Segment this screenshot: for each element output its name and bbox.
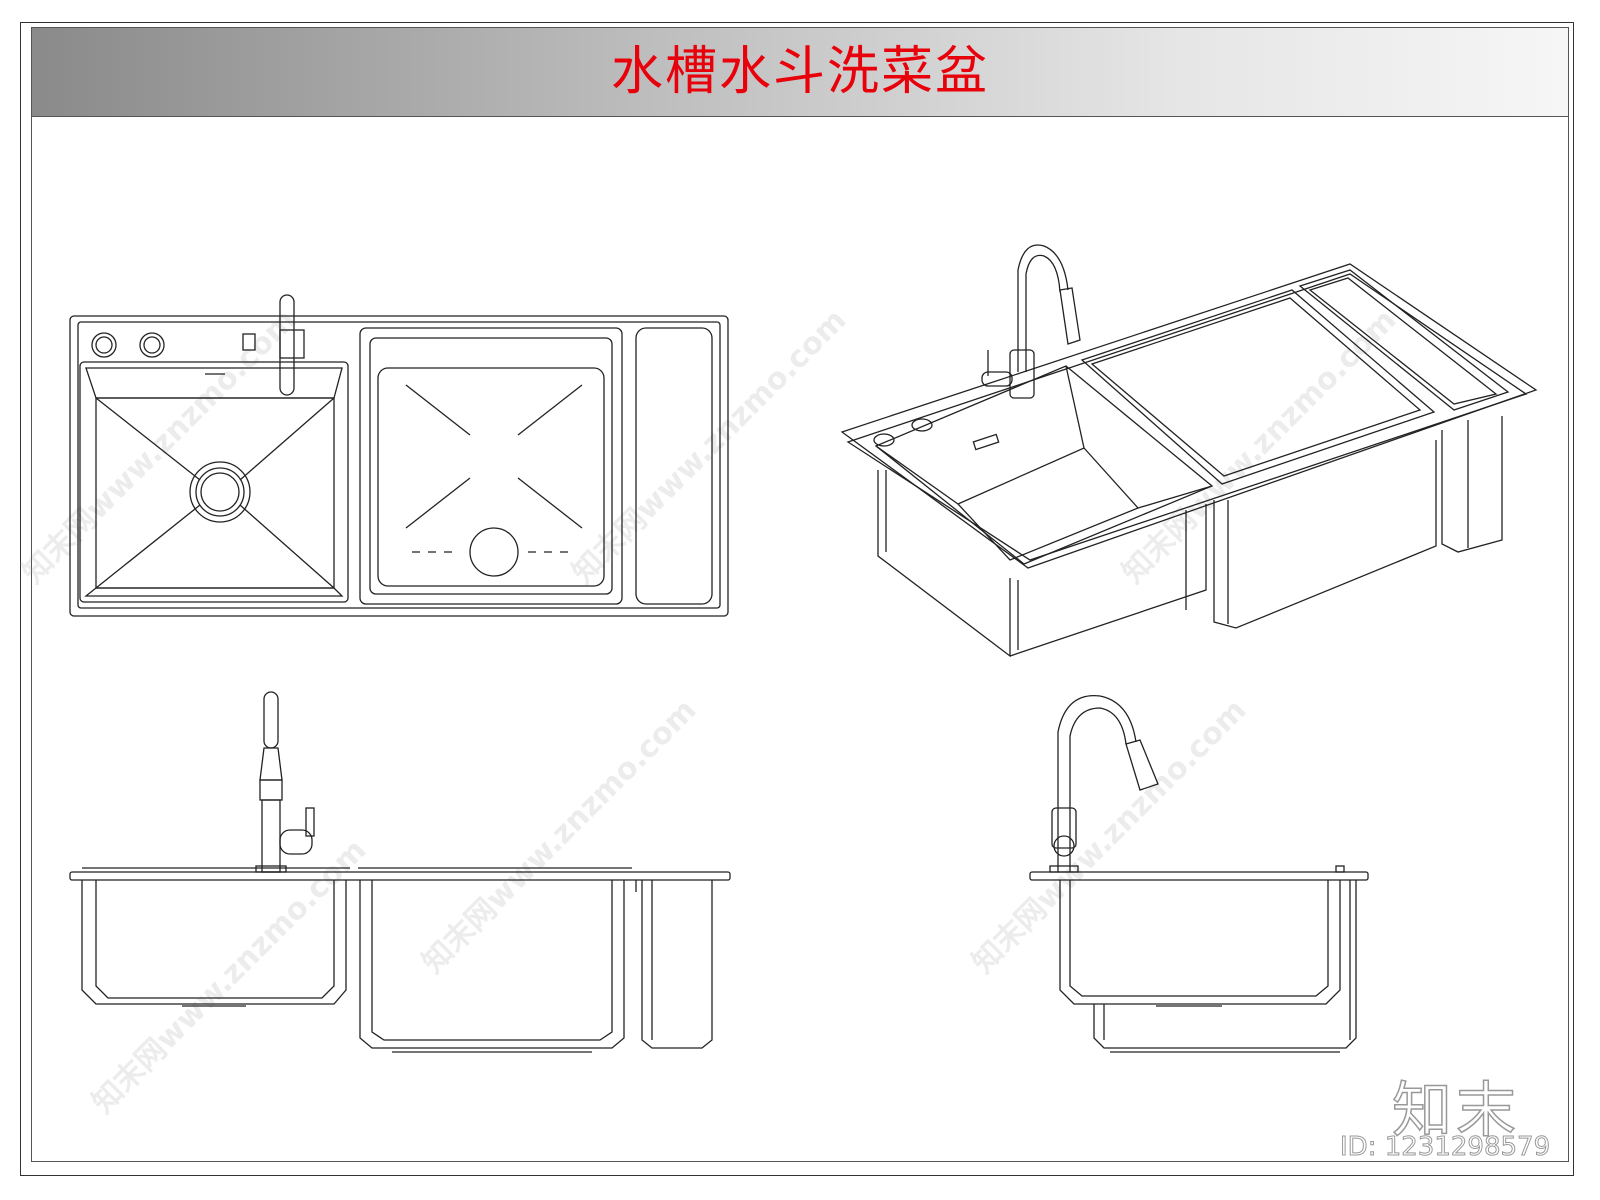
sink-top-view <box>69 294 729 617</box>
page-title: 水槽水斗洗菜盆 <box>610 42 989 102</box>
sink-perspective-view <box>840 244 1538 658</box>
id-label: ID: 1231298579 <box>1339 1132 1551 1163</box>
brand-logo: 知末 <box>1391 1075 1520 1147</box>
inner-frame <box>31 27 1569 1162</box>
sink-front-view <box>69 691 731 1053</box>
title-bar: 水槽水斗洗菜盆 <box>32 28 1568 117</box>
outer-frame <box>20 22 1574 1176</box>
sink-side-view <box>1029 695 1369 1053</box>
